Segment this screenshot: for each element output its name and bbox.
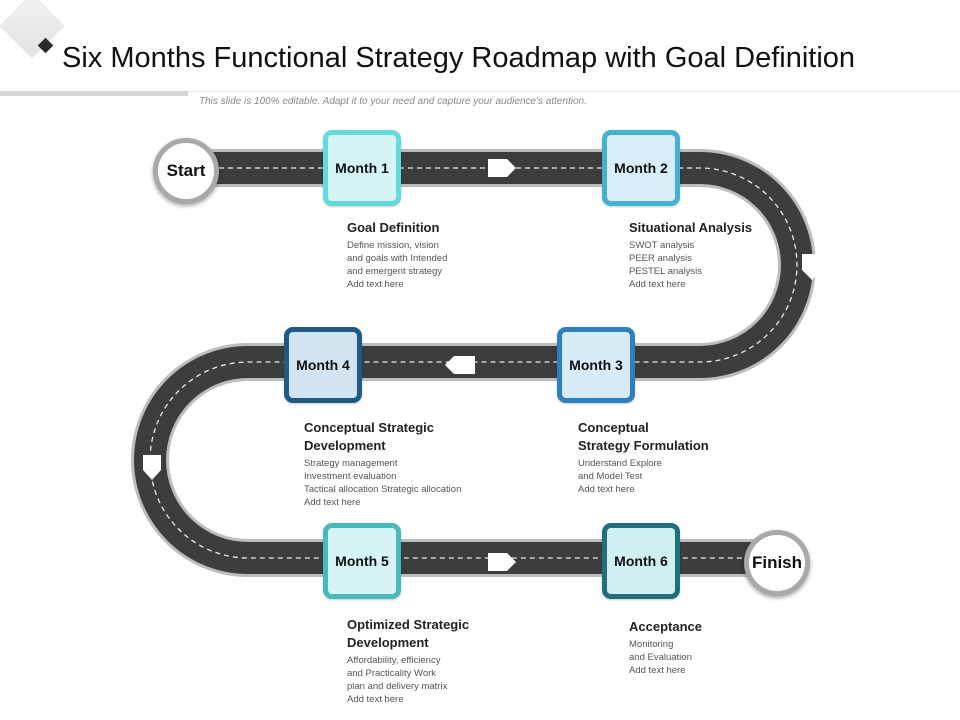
step-3-heading: Conceptual Strategy Formulation xyxy=(578,420,709,453)
road-arrow-left-icon xyxy=(445,356,475,374)
step-1-line: and goals with Intended xyxy=(347,253,448,264)
month-5-box: Month 5 xyxy=(323,523,401,599)
step-5-heading: Optimized Strategic Development xyxy=(347,617,470,650)
road-arrow-right-icon xyxy=(488,159,516,177)
step-5-line: and Practicality Work xyxy=(347,668,437,679)
start-marker: Start xyxy=(153,138,219,204)
road-arrow-right-icon xyxy=(488,553,516,571)
page-title: Six Months Functional Strategy Roadmap w… xyxy=(62,42,856,74)
step-6-heading: Acceptance xyxy=(629,619,702,634)
finish-marker: Finish xyxy=(744,530,810,596)
road-arrow-down-icon xyxy=(143,455,161,480)
step-6-line: Add text here xyxy=(629,665,686,676)
step-2-heading: Situational Analysis xyxy=(629,220,753,235)
step-1-line: Add text here xyxy=(347,279,404,290)
step-1-line: and emergent strategy xyxy=(347,266,443,277)
step-4-line: Tactical allocation Strategic allocation xyxy=(304,484,462,495)
step-3-line: Understand Explore xyxy=(578,458,662,469)
step-4-line: Investment evaluation xyxy=(304,471,397,482)
step-2-line: Add text here xyxy=(629,279,686,290)
step-1-description: Goal Definition Define mission, vision a… xyxy=(347,219,447,291)
step-2-line: PESTEL analysis xyxy=(629,266,703,277)
step-4-heading: Conceptual Strategic Development xyxy=(304,420,435,453)
road-arrow-down-icon xyxy=(802,254,822,280)
step-3-line: and Model Test xyxy=(578,471,643,482)
step-2-description: Situational Analysis SWOT analysis PEER … xyxy=(629,219,752,291)
step-4-line: Strategy management xyxy=(304,458,398,469)
step-6-description: Acceptance Monitoring and Evaluation Add… xyxy=(629,618,702,677)
step-5-description: Optimized Strategic Development Affordab… xyxy=(347,616,469,706)
step-6-line: Monitoring xyxy=(629,639,674,650)
step-2-line: PEER analysis xyxy=(629,253,692,264)
month-1-box: Month 1 xyxy=(323,130,401,206)
step-4-description: Conceptual Strategic Development Strateg… xyxy=(304,419,461,509)
title-divider xyxy=(188,91,960,92)
month-2-box: Month 2 xyxy=(602,130,680,206)
month-4-box: Month 4 xyxy=(284,327,362,403)
step-1-line: Define mission, vision xyxy=(347,240,439,251)
step-1-heading: Goal Definition xyxy=(347,220,440,235)
step-5-line: plan and delivery matrix xyxy=(347,681,448,692)
title-underline xyxy=(0,91,188,96)
month-6-box: Month 6 xyxy=(602,523,680,599)
step-6-line: and Evaluation xyxy=(629,652,692,663)
step-4-line: Add text here xyxy=(304,497,361,508)
step-3-line: Add text here xyxy=(578,484,635,495)
step-5-line: Add text here xyxy=(347,694,404,705)
step-2-line: SWOT analysis xyxy=(629,240,695,251)
step-5-line: Affordability, efficiency xyxy=(347,655,441,666)
step-3-description: Conceptual Strategy Formulation Understa… xyxy=(578,419,709,496)
month-3-box: Month 3 xyxy=(557,327,635,403)
page-subtitle: This slide is 100% editable. Adapt it to… xyxy=(199,96,587,107)
